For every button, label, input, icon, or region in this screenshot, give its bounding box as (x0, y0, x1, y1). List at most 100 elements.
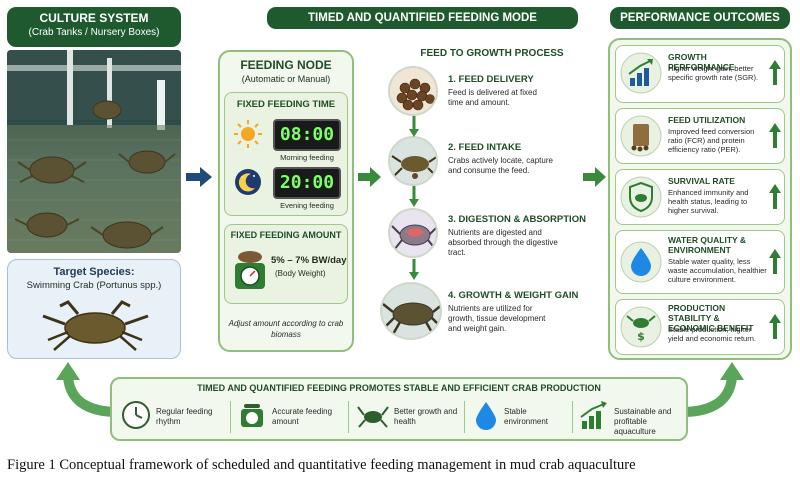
arrow-right-icon (583, 167, 606, 187)
target-species-title: Target Species: (53, 266, 135, 278)
feed-pellets-image (388, 66, 438, 116)
fixed-amount-title: FIXED FEEDING AMOUNT (230, 230, 342, 240)
up-arrow-stem (773, 258, 777, 274)
step-1-desc: Feed is delivered at fixed time and amou… (448, 88, 537, 107)
bottom-item-1: Regular feeding rhythm (156, 407, 213, 426)
perf-feed-desc: Improved feed conversion ratio (FCR) and… (668, 127, 755, 154)
step-1: 1. FEED DELIVERY Feed is delivered at fi… (448, 74, 578, 108)
bottom-item-5: Sustainable and profitable aquaculture (614, 407, 672, 436)
step-1-title: 1. FEED DELIVERY (448, 74, 534, 85)
crab-tank-photo (7, 50, 181, 253)
water-drop-icon (620, 241, 662, 283)
arrow-right-icon (186, 167, 212, 187)
growth-image (380, 282, 442, 340)
morning-label: Morning feeding (280, 153, 334, 162)
perf-water-desc: Stable water quality, less waste accumul… (668, 257, 767, 284)
arrow-down-icon (409, 186, 419, 207)
step-3-desc: Nutrients are digested and absorbed thro… (448, 228, 558, 257)
step-2-desc: Crabs actively locate, capture and consu… (448, 156, 553, 175)
digestion-image (388, 208, 438, 258)
crab-icon (357, 406, 389, 428)
tank-illustration (7, 50, 181, 253)
up-arrow-stem (773, 69, 777, 85)
fixed-time-title: FIXED FEEDING TIME (236, 99, 336, 110)
performance-panel: GROWTH PERFORMANCE Higher weight gain, b… (608, 38, 792, 360)
step-4: 4. GROWTH & WEIGHT GAIN Nutrients are ut… (448, 290, 588, 334)
clock-icon (122, 401, 150, 429)
divider (230, 401, 231, 433)
divider (348, 401, 349, 433)
step-4-title: 4. GROWTH & WEIGHT GAIN (448, 290, 579, 301)
arrow-right-icon (358, 167, 381, 187)
morning-clock: 08:00 (273, 119, 341, 151)
perf-survival-desc: Enhanced immunity and health status, lea… (668, 188, 749, 215)
up-arrow-stem (773, 132, 777, 148)
arrow-down-icon (409, 259, 419, 280)
up-arrow-stem (773, 193, 777, 209)
perf-item-production: $ PRODUCTION STABILITY & ECONOMIC BENEFI… (615, 299, 785, 355)
bottom-summary-panel: TIMED AND QUANTIFIED FEEDING PROMOTES ST… (110, 377, 688, 441)
feeding-node-panel: FEEDING NODE (Automatic or Manual) FIXED… (218, 50, 354, 352)
figure-caption: Figure 1 Conceptual framework of schedul… (7, 457, 636, 473)
perf-survival-title: SURVIVAL RATE (668, 176, 735, 186)
curved-arrow-up-icon (56, 362, 115, 417)
crab-icon (391, 155, 436, 179)
perf-production-desc: Stable production, higher yield and econ… (668, 325, 756, 343)
target-species-panel: Target Species: Swimming Crab (Portunus … (7, 259, 181, 359)
amount-value: 5% – 7% BW/day (271, 255, 347, 266)
sun-icon (234, 120, 262, 148)
arrow-down-icon (409, 116, 419, 137)
moon-icon (235, 169, 261, 195)
step-3-title: 3. DIGESTION & ABSORPTION (448, 214, 586, 225)
evening-clock: 20:00 (273, 167, 341, 199)
scale-icon (241, 404, 263, 427)
curved-arrow-up-icon (685, 362, 744, 417)
perf-growth-desc: Higher weight gain, better specific grow… (668, 64, 759, 82)
perf-feed-title: FEED UTILIZATION (668, 115, 746, 125)
bottom-summary-title: TIMED AND QUANTIFIED FEEDING PROMOTES ST… (197, 383, 601, 393)
perf-water-title: WATER QUALITY & ENVIRONMENT (668, 235, 747, 255)
timed-mode-header: TIMED AND QUANTIFIED FEEDING MODE (267, 7, 578, 29)
step-2-title: 2. FEED INTAKE (448, 142, 522, 153)
culture-system-subtitle: (Crab Tanks / Nursery Boxes) (28, 27, 160, 38)
swimming-crab-icon (42, 300, 149, 351)
up-arrow-icon (769, 314, 781, 323)
shield-crab-icon (620, 176, 662, 218)
target-species-name: Swimming Crab (Portunus spp.) (26, 280, 162, 291)
amount-note: (Body Weight) (275, 269, 326, 278)
scale-icon (235, 251, 265, 289)
culture-system-header: CULTURE SYSTEM (Crab Tanks / Nursery Box… (7, 7, 181, 47)
digestion-crab-icon (391, 224, 436, 251)
step-2: 2. FEED INTAKE Crabs actively locate, ca… (448, 142, 578, 176)
bottom-item-4: Stable environment (504, 407, 549, 426)
up-arrow-stem (773, 323, 777, 339)
up-arrow-icon (769, 184, 781, 193)
feed-intake-image (388, 136, 438, 186)
divider (464, 401, 465, 433)
feed-bag-icon (620, 115, 662, 157)
grown-crab-icon (382, 302, 440, 337)
divider (572, 401, 573, 433)
bottom-item-3: Better growth and health (394, 407, 458, 426)
svg-text:$: $ (637, 330, 645, 343)
perf-production-title: PRODUCTION STABILITY & ECONOMIC BENEFIT (668, 303, 754, 333)
feeding-node-subtitle: (Automatic or Manual) (241, 74, 331, 84)
growth-chart-icon (580, 401, 607, 429)
adjust-note: Adjust amount according to crab biomass (228, 319, 344, 339)
perf-item-survival: SURVIVAL RATE Enhanced immunity and heal… (615, 169, 785, 225)
step-3: 3. DIGESTION & ABSORPTION Nutrients are … (448, 214, 588, 258)
process-title: FEED TO GROWTH PROCESS (420, 48, 564, 59)
evening-label: Evening feeding (280, 201, 334, 210)
water-drop-icon (476, 402, 496, 430)
culture-system-title: CULTURE SYSTEM (39, 11, 149, 25)
up-arrow-icon (769, 249, 781, 258)
perf-item-feed: FEED UTILIZATION Improved feed conversio… (615, 108, 785, 164)
up-arrow-icon (769, 60, 781, 69)
fixed-time-box: FIXED FEEDING TIME 08:00 Morning feeding… (224, 92, 348, 216)
fixed-amount-box: FIXED FEEDING AMOUNT 5% – 7% BW/day (Bod… (224, 224, 348, 304)
perf-item-growth: GROWTH PERFORMANCE Higher weight gain, b… (615, 45, 785, 103)
crab-dollar-icon: $ (620, 306, 662, 348)
bottom-item-2: Accurate feeding amount (272, 407, 333, 426)
perf-growth-title: GROWTH PERFORMANCE (668, 52, 735, 72)
step-4-desc: Nutrients are utilized for growth, tissu… (448, 304, 546, 333)
